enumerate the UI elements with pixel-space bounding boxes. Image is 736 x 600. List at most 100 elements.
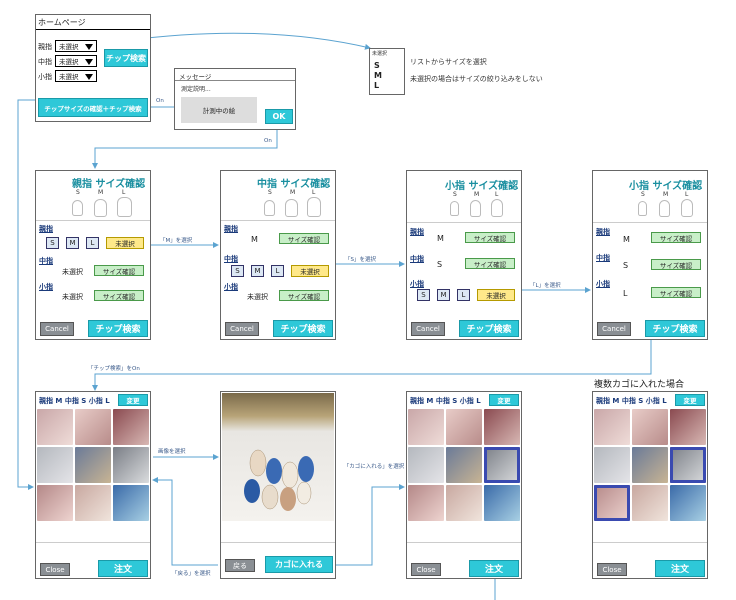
size-check-button[interactable]: サイズ確認: [651, 232, 701, 243]
nail-image[interactable]: [594, 447, 630, 483]
nail-image[interactable]: [113, 485, 149, 521]
chip-search-button[interactable]: チップ検索: [104, 49, 148, 67]
little-size-select[interactable]: 未選択: [55, 70, 97, 82]
change-button[interactable]: 変更: [489, 394, 519, 406]
cancel-button[interactable]: Cancel: [225, 322, 259, 336]
middle-size-screen: 中指 サイズ確認 S M L 親指 M サイズ確認 中指 S M L 未選択 小…: [220, 170, 336, 340]
thumb-value: M: [623, 235, 630, 244]
screen1-title: 親指 サイズ確認: [72, 179, 146, 190]
close-button[interactable]: Close: [40, 563, 70, 576]
nail-image[interactable]: [408, 447, 444, 483]
nail-l-icon: [307, 197, 321, 217]
close-button[interactable]: Close: [411, 563, 441, 576]
nail-m-icon: [94, 199, 107, 217]
size-check-button[interactable]: サイズ確認: [465, 258, 515, 269]
dropdown-option-l[interactable]: L: [374, 81, 380, 90]
size-check-button[interactable]: サイズ確認: [94, 265, 144, 276]
size-s-button[interactable]: S: [46, 237, 59, 249]
chip-search-button[interactable]: チップ検索: [273, 320, 333, 337]
nail-image[interactable]: [408, 409, 444, 445]
nail-image[interactable]: [408, 485, 444, 521]
dropdown-option-m[interactable]: M: [374, 71, 382, 80]
change-button[interactable]: 変更: [675, 394, 705, 406]
size-l-button[interactable]: L: [86, 237, 99, 249]
nail-image-selected[interactable]: [670, 447, 706, 483]
nail-photo-art: [244, 449, 314, 511]
size-check-button[interactable]: サイズ確認: [465, 232, 515, 243]
little-label: 小指: [39, 283, 53, 291]
unselected-badge[interactable]: 未選択: [477, 289, 515, 301]
size-s-button[interactable]: S: [231, 265, 244, 277]
nail-image-selected[interactable]: [484, 447, 520, 483]
close-button[interactable]: Close: [597, 563, 627, 576]
size-check-button[interactable]: サイズ確認: [651, 259, 701, 270]
size-check-button[interactable]: サイズ確認: [94, 290, 144, 301]
nail-image[interactable]: [632, 409, 668, 445]
ok-button[interactable]: OK: [265, 109, 293, 124]
size-check-button[interactable]: サイズ確認: [279, 233, 329, 244]
result-header: 親指 M 中指 S 小指 L: [596, 397, 667, 405]
nail-image[interactable]: [670, 409, 706, 445]
middle-label: 中指: [410, 255, 424, 263]
unselected-badge[interactable]: 未選択: [291, 265, 329, 277]
size-m-button[interactable]: M: [66, 237, 79, 249]
nail-image[interactable]: [446, 409, 482, 445]
dropdown-header: 未選択: [372, 51, 388, 57]
middle-label: 中指: [596, 254, 610, 262]
order-button[interactable]: 注文: [655, 560, 705, 577]
nail-image[interactable]: [484, 409, 520, 445]
confirmed-size-screen: 小指 サイズ確認 S M L 親指 M サイズ確認 中指 S サイズ確認 小指 …: [592, 170, 708, 340]
nail-image[interactable]: [113, 409, 149, 445]
size-s-button[interactable]: S: [417, 289, 430, 301]
middle-value: S: [623, 261, 629, 270]
nail-image[interactable]: [446, 485, 482, 521]
thumb-size-select[interactable]: 未選択: [55, 40, 97, 52]
size-l-button[interactable]: L: [457, 289, 470, 301]
change-button[interactable]: 変更: [118, 394, 148, 406]
nail-image-selected[interactable]: [594, 485, 630, 521]
chip-search-button[interactable]: チップ検索: [88, 320, 148, 337]
unselected-badge[interactable]: 未選択: [106, 237, 144, 249]
size-m-button[interactable]: M: [251, 265, 264, 277]
thumb-label: 親指: [224, 225, 238, 233]
screen4-title: 小指 サイズ確認: [629, 181, 703, 192]
nail-image[interactable]: [75, 409, 111, 445]
nail-image[interactable]: [75, 485, 111, 521]
nail-image[interactable]: [484, 485, 520, 521]
arrow-label-back-sel: 「戻る」を選択: [172, 571, 211, 577]
order-button[interactable]: 注文: [98, 560, 148, 577]
thumb-size-screen: 親指 サイズ確認 S M L 親指 S M L 未選択 中指 未選択 サイズ確認…: [35, 170, 151, 340]
size-check-button[interactable]: サイズ確認: [651, 287, 701, 298]
little-value: L: [623, 289, 628, 298]
nail-image[interactable]: [632, 485, 668, 521]
thumb-label: 親指: [39, 225, 53, 233]
size-m-button[interactable]: M: [437, 289, 450, 301]
nail-image[interactable]: [632, 447, 668, 483]
size-l-button[interactable]: L: [271, 265, 284, 277]
back-button[interactable]: 戻る: [225, 559, 255, 572]
nail-image[interactable]: [113, 447, 149, 483]
middle-size-select[interactable]: 未選択: [55, 55, 97, 67]
dropdown-option-s[interactable]: S: [374, 61, 380, 70]
nail-image[interactable]: [37, 485, 73, 521]
nail-image[interactable]: [594, 409, 630, 445]
size-check-chip-search-button[interactable]: チップサイズの確認＋チップ検索: [38, 98, 148, 117]
nail-image[interactable]: [446, 447, 482, 483]
order-button[interactable]: 注文: [469, 560, 519, 577]
size-check-button[interactable]: サイズ確認: [279, 290, 329, 301]
size-col-l: L: [685, 191, 689, 198]
cancel-button[interactable]: Cancel: [40, 322, 74, 336]
cancel-button[interactable]: Cancel: [411, 322, 445, 336]
cancel-button[interactable]: Cancel: [597, 322, 631, 336]
nail-image[interactable]: [670, 485, 706, 521]
size-col-m: M: [290, 189, 296, 196]
screen2-title: 中指 サイズ確認: [257, 179, 331, 190]
add-to-cart-button[interactable]: カゴに入れる: [265, 556, 333, 573]
dropdown-note1: リストからサイズを選択: [410, 58, 487, 66]
nail-image[interactable]: [75, 447, 111, 483]
chip-search-button[interactable]: チップ検索: [645, 320, 705, 337]
chip-search-button[interactable]: チップ検索: [459, 320, 519, 337]
nail-image[interactable]: [37, 447, 73, 483]
nail-image[interactable]: [37, 409, 73, 445]
nail-detail-image: [222, 393, 334, 521]
